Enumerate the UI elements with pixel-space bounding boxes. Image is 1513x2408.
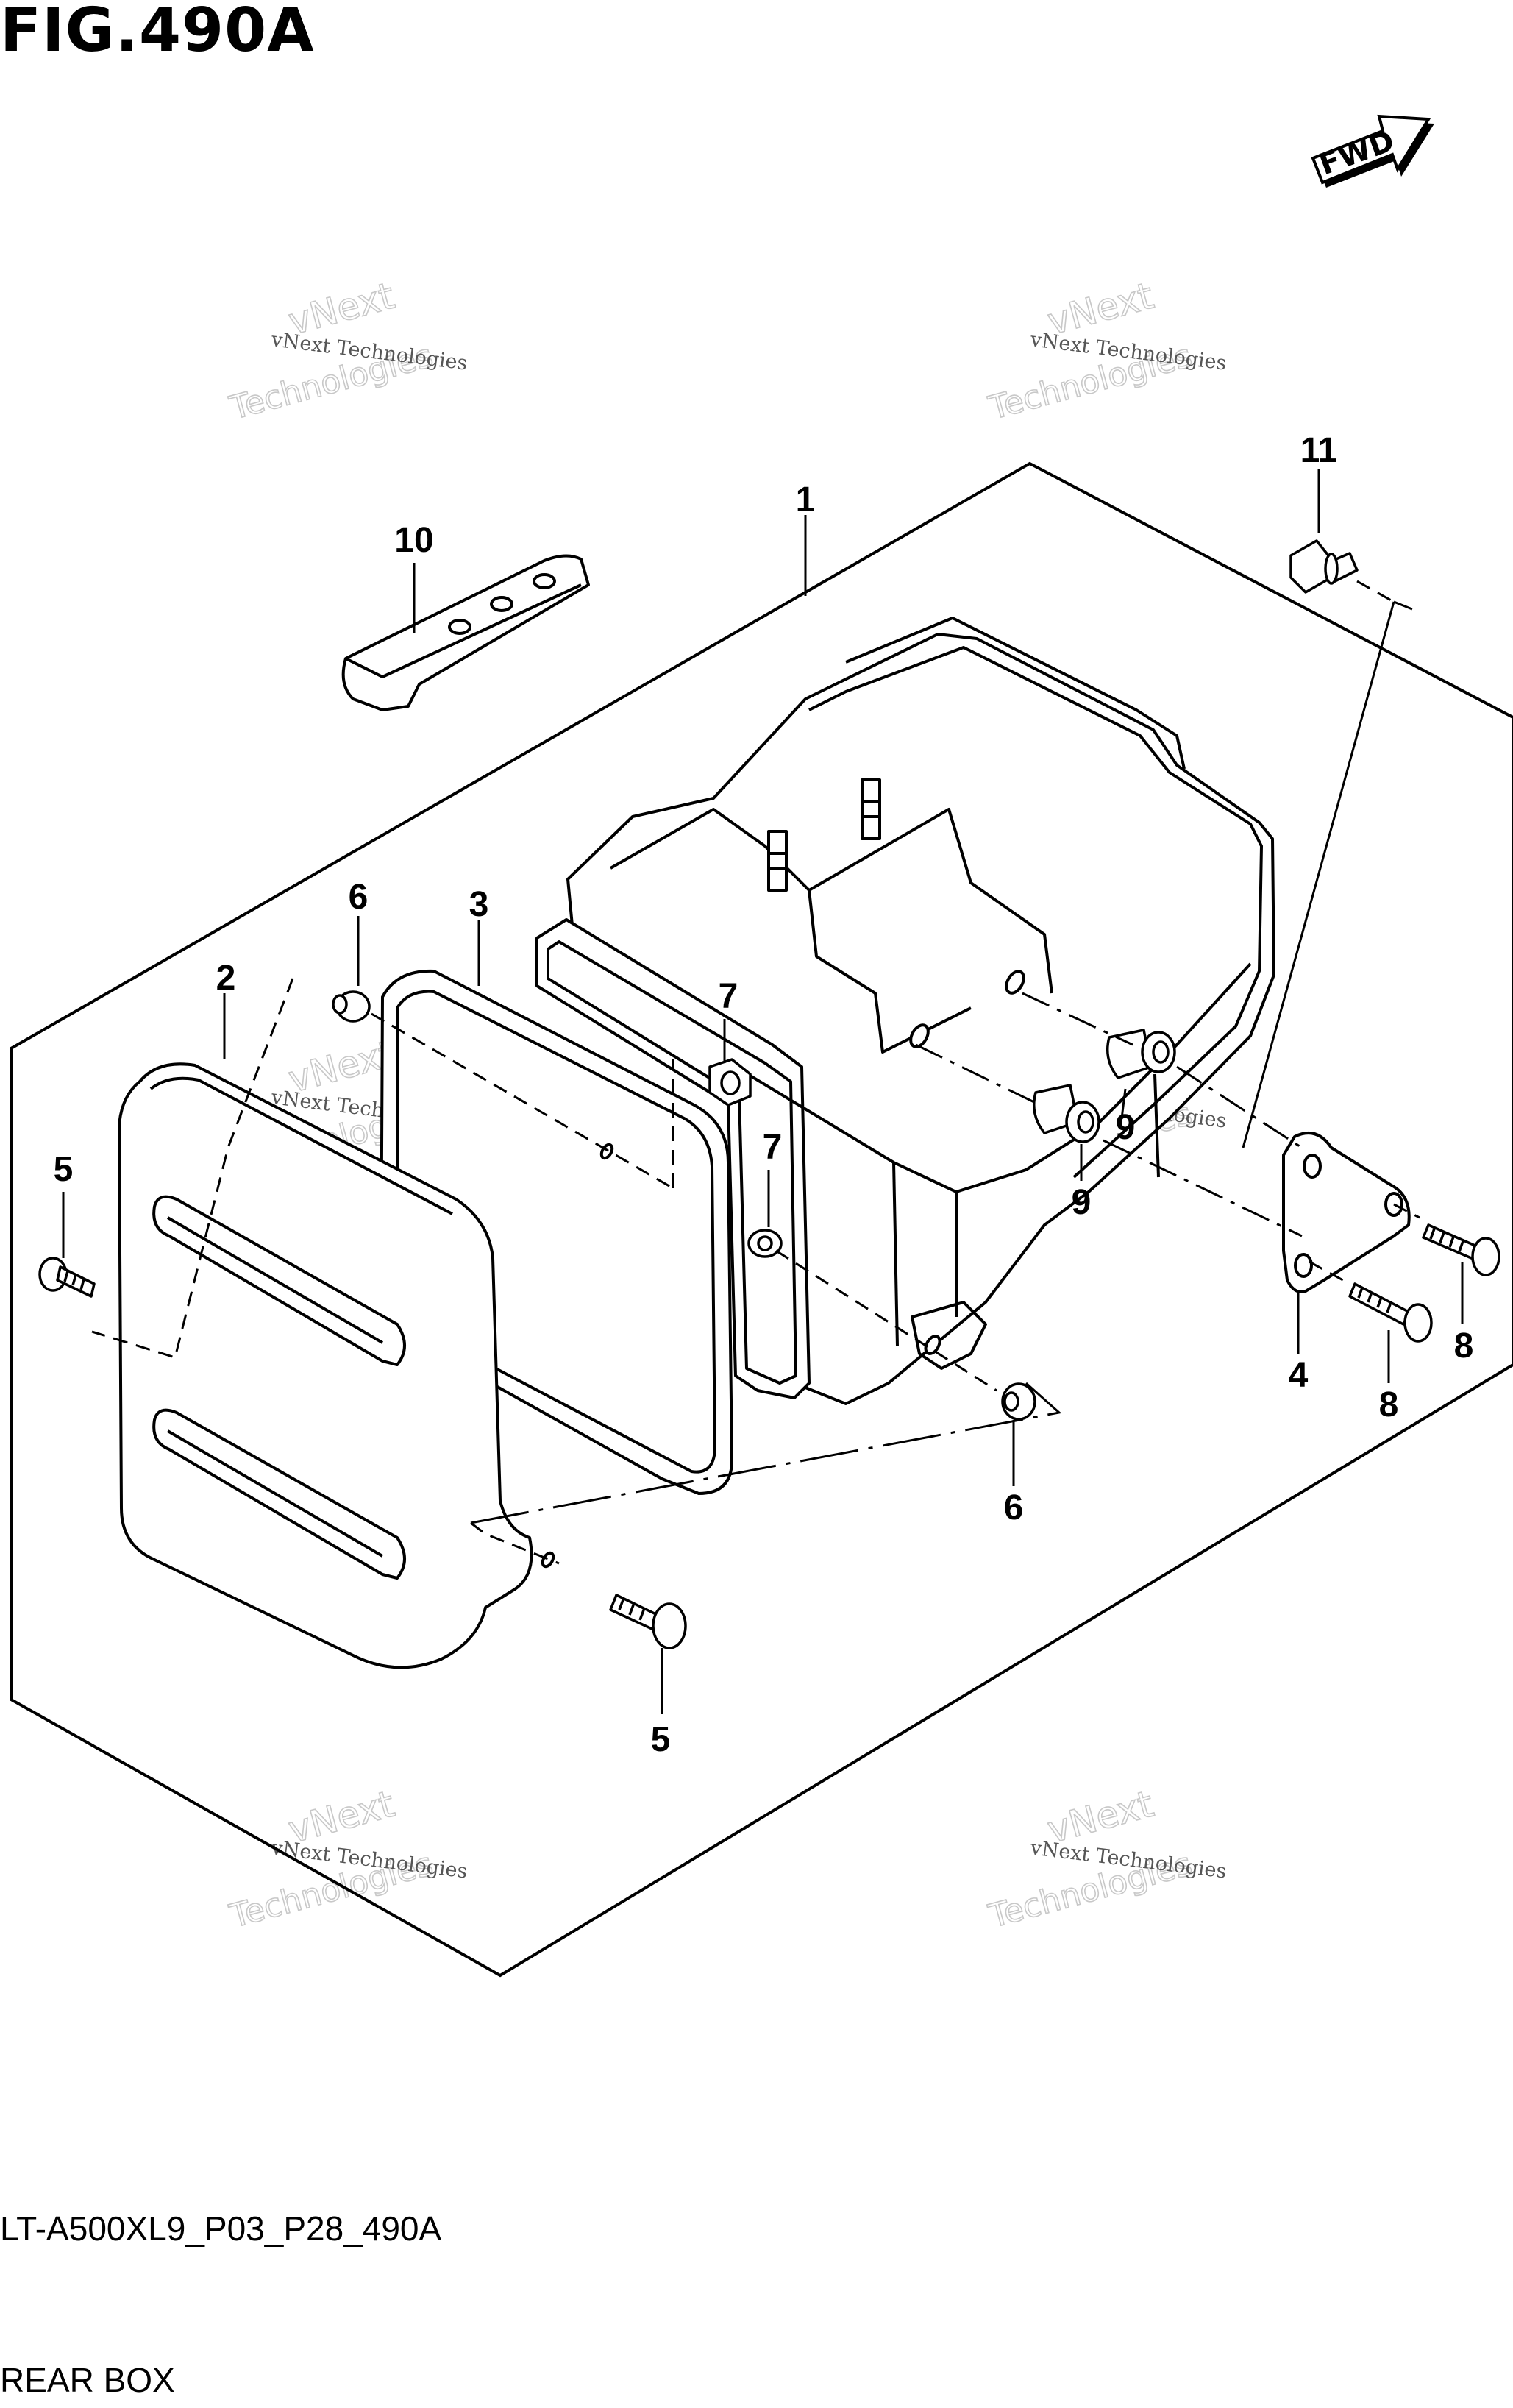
fasteners — [38, 539, 1500, 1649]
screw-8b — [1348, 1282, 1433, 1343]
fwd-arrow-icon: FWD — [1311, 114, 1434, 188]
callout-11: 11 — [1300, 431, 1338, 470]
screw-5a — [38, 1257, 96, 1298]
guide-lines — [91, 580, 1420, 1565]
callout-4: 4 — [1289, 1356, 1309, 1395]
callout-5b: 5 — [651, 1720, 671, 1759]
callout-numbers: 1 2 3 4 5 5 6 6 7 7 8 8 9 9 10 11 — [54, 431, 1474, 1759]
assembly-outline — [10, 461, 1513, 1978]
figure-title: FIG.490A — [0, 0, 315, 65]
grommet-6a — [332, 990, 371, 1023]
callout-9a: 9 — [1116, 1108, 1136, 1147]
nut-7a — [708, 1058, 752, 1107]
callout-6a: 6 — [349, 878, 369, 917]
grommet-6b — [1001, 1382, 1036, 1421]
callout-5a: 5 — [54, 1150, 74, 1189]
rear-box-body — [535, 617, 1275, 1405]
lens-cover — [118, 1062, 555, 1669]
callout-7b: 7 — [763, 1128, 783, 1167]
callout-7a: 7 — [719, 977, 738, 1016]
bolt-11 — [1289, 539, 1359, 594]
leader-lines — [62, 469, 1464, 1714]
callout-2: 2 — [216, 959, 236, 998]
callout-8a: 8 — [1454, 1326, 1474, 1365]
bracket — [1282, 1132, 1411, 1293]
screw-5b — [609, 1594, 687, 1649]
figure-code: LT-A500XL9_P03_P28_490A — [0, 2209, 442, 2248]
callout-1: 1 — [796, 480, 816, 519]
collar-9a — [1106, 1029, 1176, 1079]
figure-name: REAR BOX — [0, 2361, 175, 2399]
callout-3: 3 — [469, 885, 489, 924]
callout-8b: 8 — [1379, 1385, 1399, 1424]
callout-6b: 6 — [1004, 1488, 1024, 1527]
screw-8a — [1422, 1223, 1500, 1276]
callout-9b: 9 — [1072, 1183, 1092, 1222]
nut-7b — [747, 1229, 783, 1258]
callout-10: 10 — [394, 521, 433, 560]
mounting-plate — [341, 554, 590, 711]
collar-9b — [1033, 1084, 1100, 1143]
